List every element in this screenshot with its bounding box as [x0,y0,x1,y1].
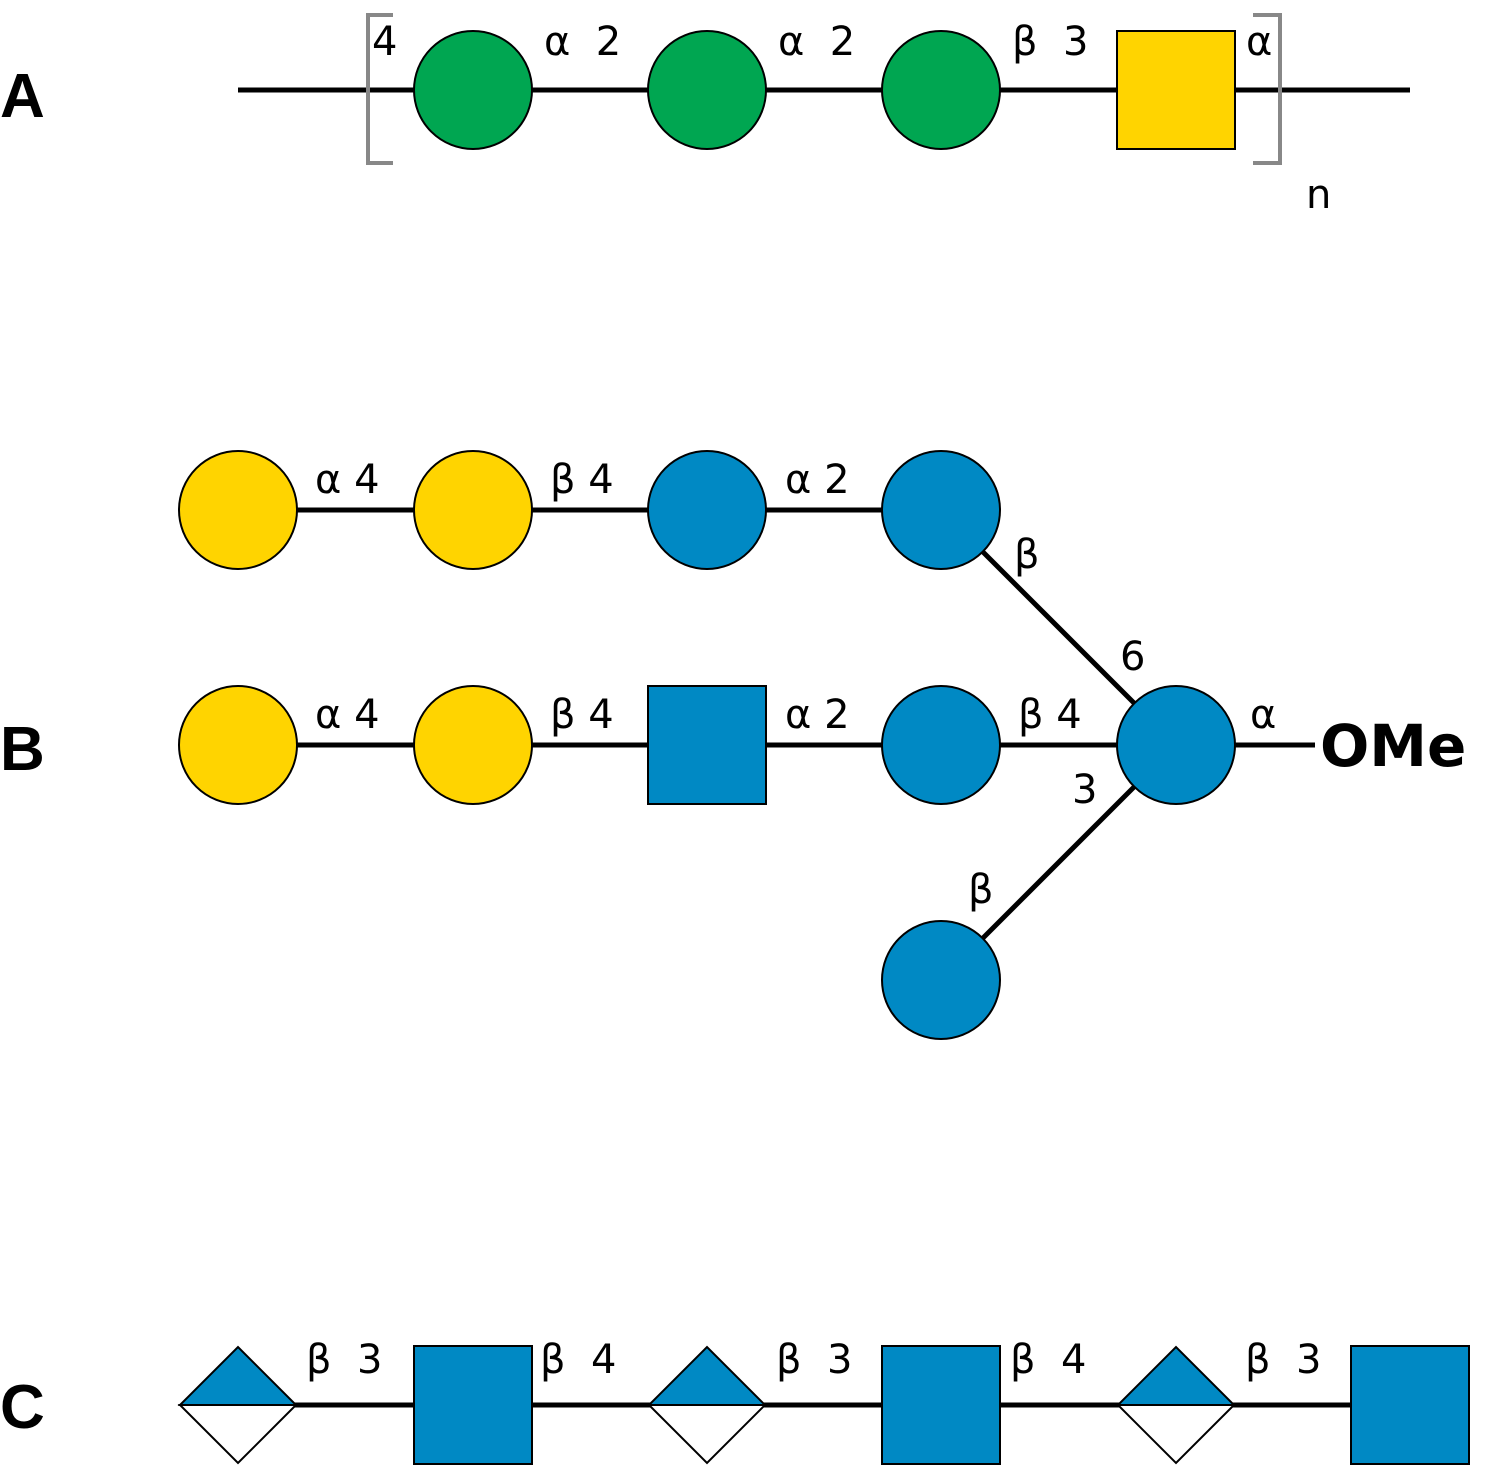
panel-b-upper-linkage-1: α 4 [315,457,380,503]
panel-a-linkage-1: α 2 [544,19,621,65]
panel-a: A 4 α n α 2 α 2 β 3 [0,13,1410,218]
panel-b-upper-residue-4 [881,450,1001,570]
panel-b-lower-anomer: β [968,867,994,913]
panel-a-residue-3 [881,30,1001,150]
panel-b: B α 4 β 4 α 2 β 6 α 4 β 4 α [0,450,1466,1040]
repeat-bracket-left [366,13,393,165]
panel-c-residue-6 [1350,1345,1470,1465]
panel-b-upper-residue-1 [178,450,298,570]
panel-b-core-residue [1116,685,1236,805]
repeat-start-position: 4 [372,19,397,65]
panel-b-upper-to-core-anomer: β [1014,532,1040,578]
panel-b-aglycone-label: OMe [1320,712,1466,780]
panel-b-core-anomer: α [1250,692,1276,738]
panel-b-main-residue-4 [881,685,1001,805]
repeat-end-anomer: α [1246,19,1272,65]
repeat-bracket-right [1253,13,1282,165]
panel-b-main-linkage-2: β 4 [550,692,614,738]
panel-c-linkage-4: β 4 [1010,1337,1086,1383]
panel-b-lower-residue [881,920,1001,1040]
panel-c-residue-3-bottom-half [646,1404,768,1465]
panel-a-label: A [0,62,45,131]
panel-c-residue-1-bottom-half [177,1404,299,1465]
panel-c-residue-2 [413,1345,533,1465]
panel-a-residue-4 [1116,30,1236,150]
panel-a-residue-1 [413,30,533,150]
panel-b-main-linkage-3: α 2 [785,692,850,738]
panel-c-residue-5 [1115,1345,1237,1465]
panel-c-label: C [0,1373,45,1442]
panel-c-residue-4 [881,1345,1001,1465]
panel-a-residue-2 [647,30,767,150]
panel-b-label: B [0,715,45,784]
panel-c-linkage-3: β 3 [776,1337,852,1383]
panel-c-linkage-5: β 3 [1245,1337,1321,1383]
panel-c-residue-5-bottom-half [1115,1404,1237,1465]
panel-b-upper-residue-3 [647,450,767,570]
panel-b-main-linkage-1: α 4 [315,692,380,738]
panel-c-residue-1-top-half [177,1345,299,1406]
panel-b-main-residue-1 [178,685,298,805]
repeat-count-label: n [1306,172,1331,218]
panel-c-residue-3-top-half [646,1345,768,1406]
panel-c-residue-1 [177,1345,299,1465]
panel-c-linkage-1: β 3 [306,1337,382,1383]
panel-b-main-residue-3 [647,685,767,805]
panel-b-main-linkage-4: β 4 [1018,692,1082,738]
panel-b-upper-linkage-3: α 2 [785,457,850,503]
panel-b-upper-linkage-2: β 4 [550,457,614,503]
panel-c-residue-3 [646,1345,768,1465]
panel-b-upper-residue-2 [413,450,533,570]
panel-b-main-residue-2 [413,685,533,805]
panel-b-upper-to-core-position: 6 [1120,634,1145,680]
panel-c-linkage-2: β 4 [540,1337,616,1383]
panel-b-lower-position: 3 [1072,767,1097,813]
panel-c-residue-5-top-half [1115,1345,1237,1406]
panel-a-linkage-3: β 3 [1012,19,1088,65]
panel-a-linkage-2: α 2 [778,19,855,65]
panel-c: C β 3 β 4 β 3 β 4 β 3 [0,1337,1470,1465]
